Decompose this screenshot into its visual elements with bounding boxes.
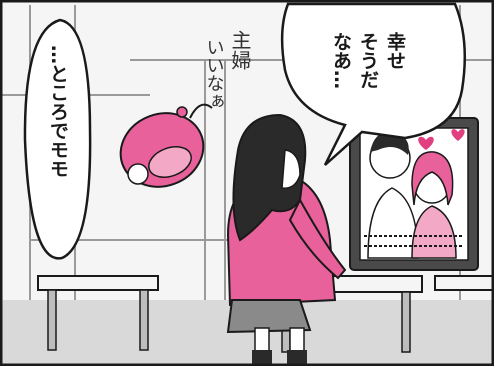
handwritten-col-1: 主婦 [228,30,252,70]
speech-bubble-right [280,2,466,166]
speech-right-col-1: 幸せ [384,32,406,70]
heart-icon [418,136,434,150]
left-desk [37,275,159,351]
handwritten-col-2: いいなぁ [204,38,225,110]
speech-right-col-3: なあ… [330,32,352,89]
speech-right-col-2: そうだ [357,32,379,89]
momo-mascot [119,103,213,188]
back-desk [434,275,494,291]
tv-monitor [349,117,479,271]
girl-character [226,113,347,366]
speech-bubble-left [23,18,92,260]
speech-left-text: …ところでモモ [47,45,69,178]
heart-icon [451,129,465,141]
